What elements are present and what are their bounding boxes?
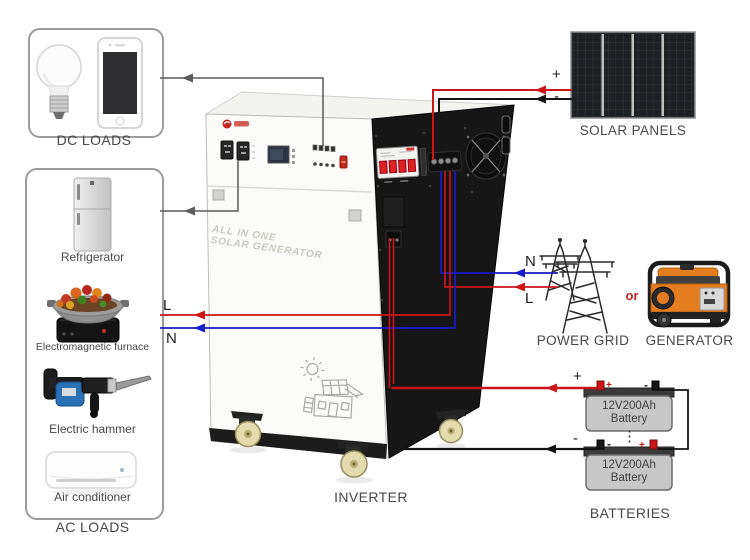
solar-panel-image <box>570 31 696 119</box>
solar-minus-label: - <box>554 88 559 105</box>
power-switch-icon <box>339 155 348 169</box>
arrow-grid-neutral <box>514 268 525 278</box>
caster-wheel <box>231 411 263 448</box>
electromagnetic-furnace-label: Electromagnetic furnace <box>35 341 150 353</box>
battery-ellipsis: ⋮ <box>622 428 637 445</box>
refrigerator-label: Refrigerator <box>60 250 125 264</box>
arrow-grid-live <box>514 282 525 292</box>
battery-plus-label: + <box>573 368 582 385</box>
inverter-front-text: ALL IN ONE SOLAR GENERATOR <box>210 224 325 261</box>
ac-loads-label: AC LOADS <box>55 519 130 535</box>
load-n-label: N <box>166 330 177 347</box>
side-slot-icon <box>501 136 511 155</box>
caster-wheel <box>436 409 466 444</box>
battery1-word: Battery <box>610 413 648 425</box>
arrow-battery-negative <box>545 444 556 454</box>
side-slot-icon <box>501 115 511 134</box>
electric-hammer-label: Electric hammer <box>49 422 136 436</box>
dc-loads-box <box>28 28 164 138</box>
wire-solar-positive <box>432 89 572 160</box>
arrow-load-live <box>194 310 205 320</box>
arrow-solar-positive <box>535 85 546 95</box>
battery2-word: Battery <box>610 472 648 484</box>
terminal-block-icon <box>419 147 463 176</box>
batteries-label: BATTERIES <box>589 505 671 521</box>
battery-minus-label: - <box>573 430 578 447</box>
wire-battery-negative <box>394 399 598 451</box>
lcd-display-icon <box>267 145 295 164</box>
solar-panels-label: SOLAR PANELS <box>579 123 687 138</box>
solar-plus-label: + <box>552 66 561 83</box>
dc-output-ports-icon <box>312 144 336 168</box>
battery2-minus-terminal-label: - <box>607 437 611 451</box>
battery2-capacity: 12V200Ah <box>602 459 656 471</box>
wire-grid-neutral <box>440 171 558 274</box>
or-label: or <box>625 288 639 303</box>
battery1-capacity: 12V200Ah <box>602 400 656 412</box>
inverter-label: INVERTER <box>334 489 408 505</box>
house-sun-art <box>300 357 364 419</box>
grid-n-label: N <box>525 253 536 270</box>
air-conditioner-label: Air conditioner <box>54 490 131 504</box>
panel-screws <box>374 126 474 302</box>
ac-socket-icon <box>220 140 255 161</box>
dc-loads-label: DC LOADS <box>56 132 132 148</box>
arrow-load-neutral <box>194 323 205 333</box>
breaker-icon <box>375 145 420 183</box>
battery2-plus-terminal-label: + <box>639 440 645 451</box>
generator-icon <box>647 260 731 328</box>
battery-terminal-block-icon <box>382 196 405 248</box>
inverter-unit <box>204 91 515 484</box>
arrow-battery-positive <box>546 383 557 393</box>
caster-wheel <box>337 441 369 478</box>
arrow-solar-negative <box>535 94 546 104</box>
battery1-minus-terminal-label: - <box>644 378 648 392</box>
generator-label: GENERATOR <box>645 333 734 348</box>
brand-logo-icon <box>222 119 249 129</box>
load-l-label: L <box>163 297 172 314</box>
cooling-fan-icon <box>465 132 507 180</box>
grid-l-label: L <box>525 290 534 307</box>
power-grid-label: POWER GRID <box>536 333 630 348</box>
wire-ac-socket <box>160 160 239 212</box>
battery1-plus-terminal-label: + <box>606 380 612 391</box>
power-grid-tower-icon <box>539 237 615 334</box>
wire-grid-live <box>444 171 558 288</box>
arrow-to-ac-loads <box>184 206 195 216</box>
wire-dc-loads <box>160 77 324 146</box>
wire-battery-positive-drop <box>388 238 395 388</box>
arrow-to-dc-loads <box>182 73 193 83</box>
wire-solar-negative <box>438 98 572 114</box>
